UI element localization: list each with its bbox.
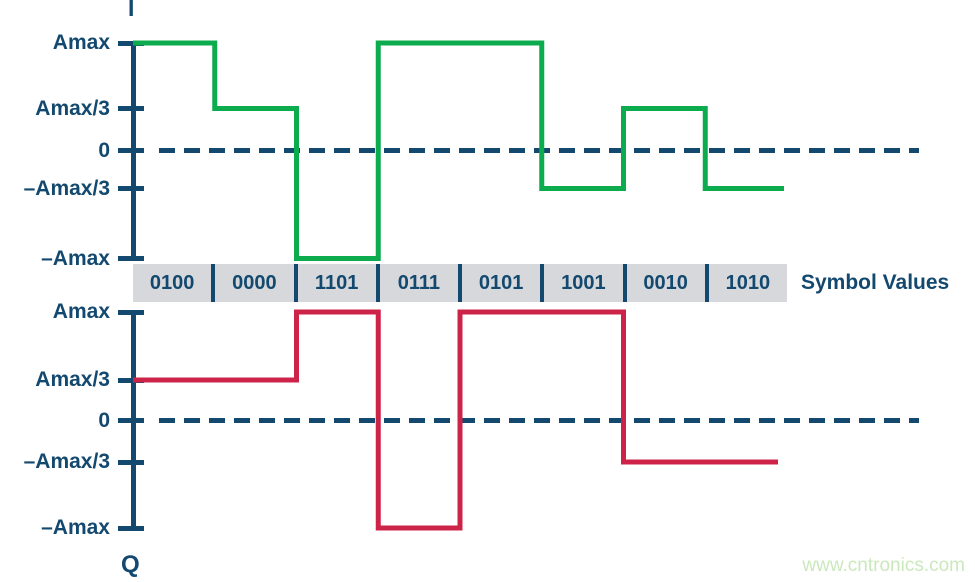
symbol-cell: 1010 [704,264,787,302]
i-axis-tick [118,40,144,46]
i-channel-label: I [128,0,135,21]
q-axis-tick-label: Amax/3 [35,368,110,391]
i-axis-tick [118,148,144,153]
q-axis-tick [118,525,144,531]
symbol-cell: 1101 [293,264,376,302]
q-channel-label: Q [121,551,140,578]
i-axis-tick-label: –Amax [41,246,110,270]
q-axis-tick-label: –Amax/3 [23,450,110,473]
i-axis-tick [118,186,144,191]
i-axis-tick-label: Amax [52,31,110,54]
i-axis-tick-label: Amax/3 [35,96,110,120]
symbol-cell: 0000 [211,264,293,302]
q-axis-tick [118,377,144,383]
symbol-cell: 0100 [149,271,195,294]
i-axis-tick [118,106,144,111]
q-axis-tick-label: Amax [52,300,110,323]
symbol-cell: 0010 [622,264,705,302]
q-axis-tick-label: 0 [98,408,110,432]
q-zero-dashed-line [159,418,919,423]
q-axis-tick [118,309,144,315]
symbol-cell: 0111 [375,264,458,302]
symbol-values-label: Symbol Values [801,271,950,294]
q-axis-tick [118,418,144,423]
q-axis-tick-label: –Amax [41,516,110,539]
i-axis-tick [118,256,144,261]
i-zero-dashed-line [159,148,919,153]
watermark: www.cntronics.com [802,555,965,576]
i-axis-tick-label: 0 [98,138,110,162]
q-axis-tick [118,459,144,465]
i-axis-tick-label: –Amax/3 [23,176,110,200]
symbol-cell: 1001 [540,264,622,302]
symbol-cell: 0101 [458,264,540,302]
